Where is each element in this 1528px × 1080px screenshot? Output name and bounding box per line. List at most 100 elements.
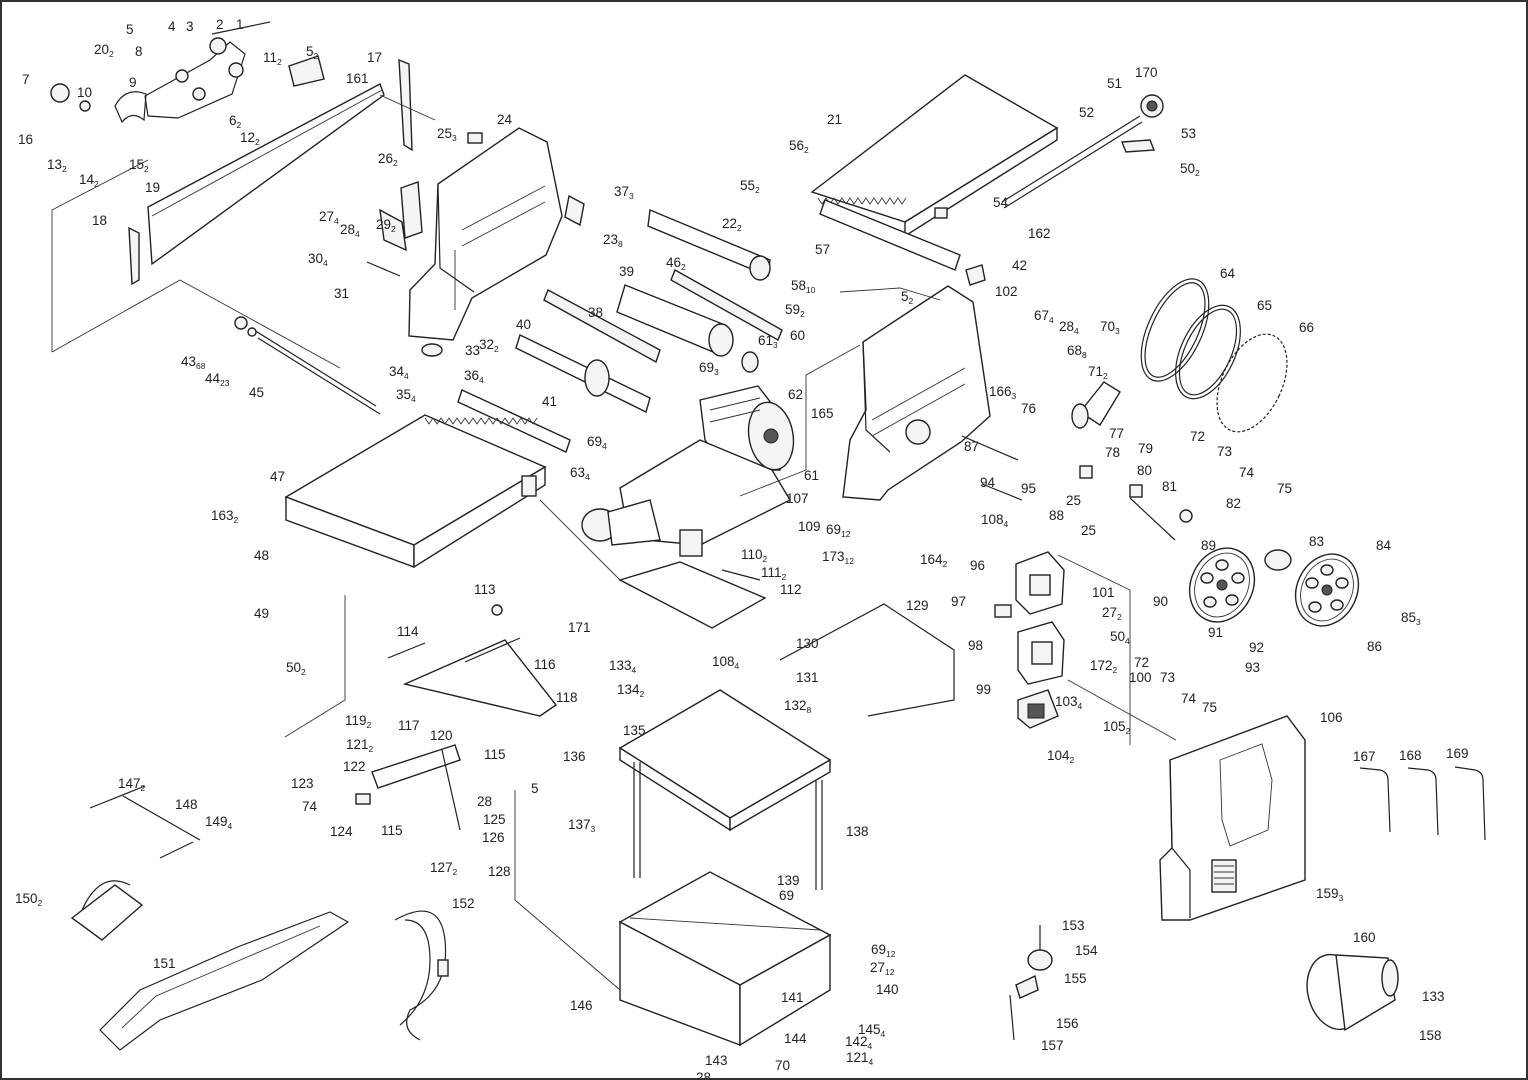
stand-146 bbox=[618, 871, 832, 1047]
part-label-27a: 274 bbox=[319, 209, 339, 226]
part-qty-13: 2 bbox=[62, 164, 67, 174]
part-label-16: 16 bbox=[18, 132, 33, 147]
part-label-15: 152 bbox=[129, 157, 149, 174]
part-label-152: 152 bbox=[452, 896, 475, 911]
fence-assembly bbox=[50, 21, 413, 286]
part-qty-27a: 4 bbox=[334, 216, 339, 226]
part-qty-111: 2 bbox=[782, 572, 787, 582]
leader-lines bbox=[51, 94, 1177, 991]
part-qty-44: 23 bbox=[220, 378, 230, 388]
part-qty-55: 2 bbox=[755, 185, 760, 195]
part-label-173: 17312 bbox=[822, 549, 854, 566]
part-qty-50c: 2 bbox=[301, 667, 306, 677]
part-label-101: 101 bbox=[1092, 585, 1115, 600]
part-label-5a: 5 bbox=[126, 22, 134, 37]
part-label-73b: 73 bbox=[1160, 670, 1175, 685]
part-label-72b: 72 bbox=[1134, 655, 1149, 670]
part-label-117: 117 bbox=[398, 718, 420, 733]
part-label-125: 125 bbox=[483, 812, 506, 827]
part-label-162: 162 bbox=[1028, 226, 1051, 241]
part-label-131: 131 bbox=[796, 670, 819, 685]
part-qty-119: 2 bbox=[367, 720, 372, 730]
part-label-144: 144 bbox=[784, 1031, 807, 1046]
part-label-74b: 74 bbox=[1181, 691, 1197, 706]
part-label-60: 60 bbox=[790, 328, 805, 343]
part-label-158: 158 bbox=[1419, 1028, 1442, 1043]
part-label-154: 154 bbox=[1075, 943, 1098, 958]
part-label-89: 89 bbox=[1201, 538, 1216, 553]
knob-7 bbox=[50, 83, 70, 103]
part-label-147: 1472 bbox=[118, 776, 146, 793]
lower-frame bbox=[355, 604, 558, 831]
part-label-77: 77 bbox=[1109, 426, 1124, 441]
plate-109 bbox=[618, 561, 767, 629]
part-label-126: 126 bbox=[482, 830, 505, 845]
arm-89 bbox=[1129, 497, 1176, 541]
plate-116 bbox=[464, 637, 521, 663]
part-label-1: 1 bbox=[236, 17, 244, 32]
bar-120 bbox=[371, 744, 461, 789]
part-label-69d: 69 bbox=[779, 888, 794, 903]
part-label-4: 4 bbox=[168, 19, 176, 34]
part-label-86: 86 bbox=[1367, 639, 1382, 654]
chain-66 bbox=[1216, 333, 1288, 433]
part-label-64: 64 bbox=[1220, 266, 1236, 281]
part-label-107: 107 bbox=[786, 491, 809, 506]
part-qty-29: 2 bbox=[391, 224, 396, 234]
side-cover-106 bbox=[1159, 715, 1306, 921]
part-label-83: 83 bbox=[1309, 534, 1324, 549]
part-label-52a: 52 bbox=[306, 44, 319, 61]
part-label-28c: 28 bbox=[477, 794, 492, 809]
fence-plate-19 bbox=[147, 83, 385, 266]
part-qty-127: 2 bbox=[453, 867, 458, 877]
part-qty-108b: 4 bbox=[735, 661, 740, 671]
part-label-96: 96 bbox=[970, 558, 985, 573]
part-label-34: 344 bbox=[389, 364, 409, 381]
part-label-145: 1454 bbox=[858, 1022, 886, 1039]
pin-31 bbox=[366, 261, 401, 277]
part-label-70b: 70 bbox=[775, 1058, 790, 1073]
part-label-134: 1342 bbox=[617, 682, 645, 699]
part-label-91: 91 bbox=[1208, 625, 1223, 640]
part-label-6: 62 bbox=[229, 113, 242, 130]
cutter-rollers bbox=[234, 208, 783, 453]
part-label-8: 8 bbox=[135, 44, 143, 59]
part-label-115a: 115 bbox=[484, 747, 506, 762]
part-qty-166: 3 bbox=[1012, 391, 1017, 401]
clamp-110 bbox=[679, 529, 703, 557]
fence-arc-10 bbox=[114, 91, 147, 124]
part-label-71: 712 bbox=[1088, 364, 1108, 381]
bar-41 bbox=[457, 389, 571, 453]
part-label-37: 373 bbox=[614, 184, 634, 201]
part-label-47: 47 bbox=[270, 469, 285, 484]
part-label-92: 92 bbox=[1249, 640, 1264, 655]
part-label-116: 116 bbox=[534, 657, 556, 672]
part-qty-28b: 4 bbox=[1074, 326, 1079, 336]
block-88 bbox=[1079, 465, 1093, 479]
part-label-27c: 2712 bbox=[870, 960, 895, 977]
bracket-knob-3 bbox=[209, 37, 227, 55]
part-qty-34: 4 bbox=[404, 371, 409, 381]
part-label-66: 66 bbox=[1299, 320, 1314, 335]
part-qty-12: 2 bbox=[255, 137, 260, 147]
part-label-81: 81 bbox=[1162, 479, 1177, 494]
part-qty-147: 2 bbox=[141, 783, 146, 793]
part-qty-5b: 2 bbox=[909, 296, 914, 306]
part-label-3: 3 bbox=[186, 19, 194, 34]
foot-34 bbox=[421, 343, 443, 357]
crank-shaft-52 bbox=[1001, 115, 1141, 203]
handle-129 bbox=[779, 603, 955, 717]
part-qty-43: 68 bbox=[196, 361, 206, 371]
part-label-29: 292 bbox=[376, 217, 396, 234]
part-qty-50b: 4 bbox=[1125, 636, 1130, 646]
part-label-58: 5810 bbox=[791, 278, 816, 295]
hub-83 bbox=[1264, 549, 1292, 571]
part-label-122: 122 bbox=[343, 759, 366, 774]
part-label-78: 78 bbox=[1105, 445, 1120, 460]
part-qty-61a: 3 bbox=[773, 340, 778, 350]
part-label-21: 21 bbox=[827, 112, 842, 127]
part-label-68: 688 bbox=[1067, 343, 1087, 360]
part-label-139: 139 bbox=[777, 873, 800, 888]
